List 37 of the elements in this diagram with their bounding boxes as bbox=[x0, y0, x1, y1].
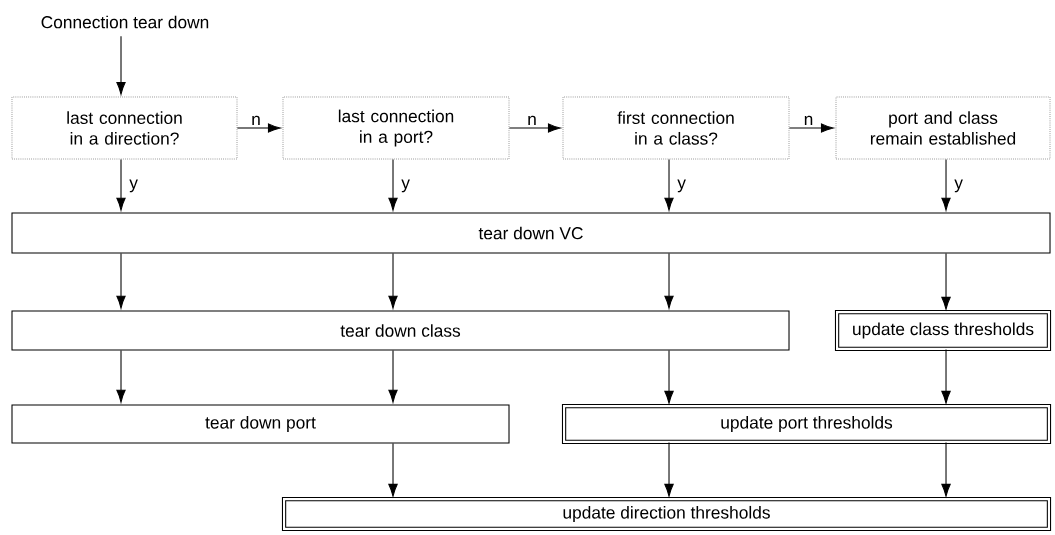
edge-label: y bbox=[399, 178, 412, 194]
arrow bbox=[788, 123, 834, 133]
decision-box: last connection in a port? bbox=[282, 96, 510, 160]
arrow bbox=[116, 158, 126, 211]
arrow bbox=[388, 443, 398, 497]
double-border-box: update direction thresholds bbox=[281, 496, 1052, 532]
arrow bbox=[388, 253, 398, 309]
arrow bbox=[664, 253, 674, 309]
decision-box: port and class remain established bbox=[835, 96, 1051, 160]
start-label: Connection tear down bbox=[41, 15, 209, 29]
arrow bbox=[664, 350, 674, 404]
process-box: tear down class bbox=[11, 310, 790, 351]
arrow bbox=[388, 158, 398, 211]
double-border-box: update port thresholds bbox=[561, 403, 1052, 445]
edge-label: y bbox=[675, 178, 688, 194]
process-box: tear down VC bbox=[11, 212, 1051, 254]
arrow bbox=[664, 441, 674, 497]
process-box: tear down port bbox=[11, 404, 510, 444]
arrow bbox=[941, 253, 951, 310]
arrow bbox=[664, 158, 674, 211]
arrow bbox=[116, 253, 126, 309]
decision-box: first connection in a class? bbox=[562, 96, 790, 160]
arrow bbox=[116, 350, 126, 403]
decision-box: last connection in a direction? bbox=[11, 96, 238, 160]
arrow bbox=[941, 441, 951, 497]
arrow bbox=[508, 123, 561, 133]
edge-label: y bbox=[127, 178, 140, 194]
edge-label: n bbox=[249, 114, 263, 127]
arrow bbox=[941, 348, 951, 404]
edge-label: n bbox=[802, 114, 815, 127]
arrow bbox=[116, 35, 126, 95]
arrow bbox=[236, 123, 281, 133]
arrow bbox=[941, 158, 951, 211]
edge-label: y bbox=[952, 178, 965, 194]
arrow bbox=[388, 350, 398, 403]
edge-label: n bbox=[525, 114, 539, 127]
double-border-box: update class thresholds bbox=[834, 309, 1052, 352]
